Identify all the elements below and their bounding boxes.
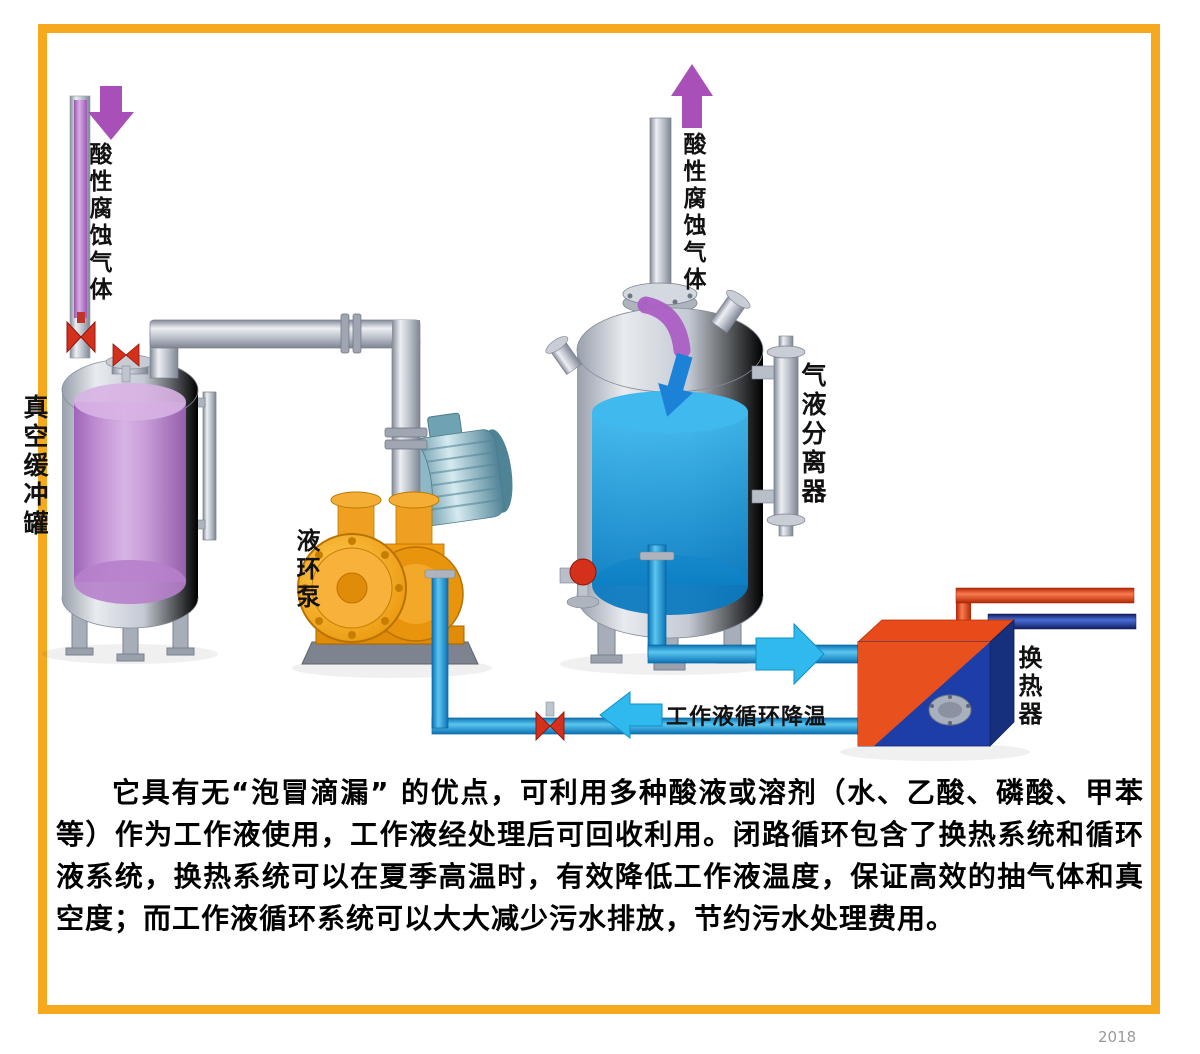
- process-diagram-svg: [42, 64, 1137, 761]
- label-gas-liquid-separator: 气液分离器: [798, 362, 827, 507]
- acid-gas-inlet-pipe: [66, 86, 134, 359]
- orange-frame: [38, 24, 1160, 1014]
- gas-down-arrow-icon: [658, 353, 693, 417]
- gas-in-arrow-icon: [88, 86, 134, 140]
- label-heat-exchanger: 换热器: [1014, 645, 1042, 729]
- return-line-valve-icon: [535, 701, 565, 742]
- label-acid-gas-right: 酸性腐蚀气体: [679, 132, 705, 294]
- flow-right-arrow-icon: [755, 622, 825, 686]
- suction-pipe: [112, 313, 421, 383]
- liquid-ring-pump: [297, 491, 479, 665]
- pump-inlet-pipe: [384, 320, 428, 499]
- gas-flow-curve: [637, 296, 691, 359]
- description-paragraph: 它具有无“泡冒滴漏” 的优点，可利用多种酸液或溶剂（水、乙酸、磷酸、甲苯等）作为…: [56, 776, 1144, 935]
- watermark-text: 2018: [1098, 1028, 1137, 1046]
- label-vacuum-buffer-tank: 真空缓冲罐: [20, 394, 49, 539]
- heat-exchanger: [856, 587, 1137, 747]
- flow-left-arrow-icon: [599, 690, 663, 740]
- label-liquid-ring-pump: 液环泵: [292, 528, 320, 612]
- separator-side-column: [751, 335, 806, 537]
- vacuum-buffer-tank: [61, 354, 217, 662]
- working-fluid-piping: [424, 544, 871, 742]
- gas-out-arrow-icon: [671, 64, 713, 128]
- separator-drain-valve-icon: [559, 558, 600, 609]
- label-acid-gas-left: 酸性腐蚀气体: [85, 142, 111, 304]
- label-working-fluid-cooling: 工作液循环降温: [666, 705, 828, 730]
- shoulder-nozzle-right: [710, 289, 751, 334]
- inlet-valve-icon: [66, 312, 96, 354]
- process-diagram: 酸性腐蚀气体 真空缓冲罐 液环泵 酸性腐蚀气体 气液分离器 换热器 工作液循环降…: [20, 64, 1137, 761]
- gas-liquid-separator: [545, 289, 806, 671]
- tank-top-valve-icon: [112, 343, 140, 383]
- shoulder-nozzle-left: [545, 336, 582, 376]
